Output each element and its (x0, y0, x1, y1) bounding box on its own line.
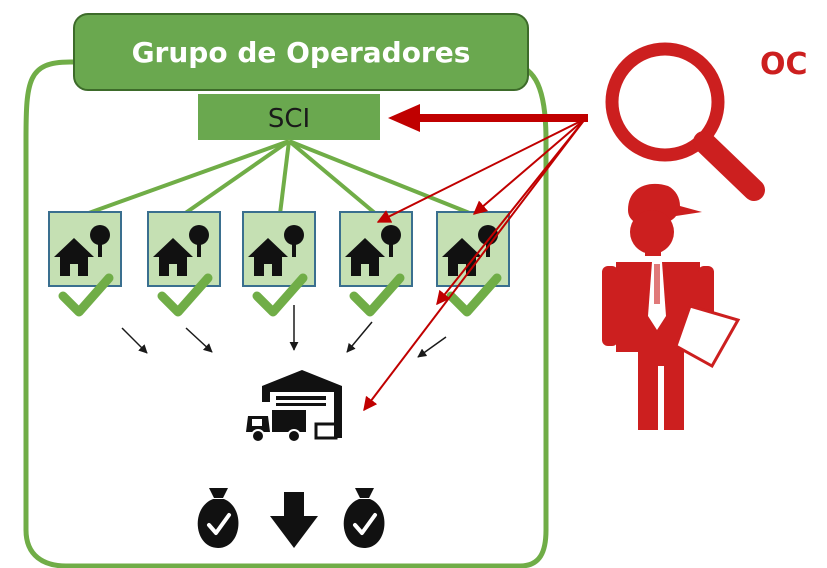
certifier-arrows (363, 104, 588, 412)
warehouse-truck-icon (246, 370, 342, 443)
magnifying-glass-icon (605, 42, 765, 201)
group-title-box: Grupo de Operadores (73, 13, 529, 91)
checkmark-icon (349, 273, 405, 317)
checkmark-icon (157, 273, 213, 317)
sci-label: SCI (268, 104, 310, 134)
group-frame (23, 59, 549, 568)
group-title: Grupo de Operadores (132, 36, 471, 69)
farm-4 (339, 211, 413, 317)
house-tree-icon (153, 225, 209, 276)
sci-box: SCI (198, 94, 380, 140)
inspector-person-icon (602, 183, 741, 430)
certifier-label: OC (760, 47, 808, 82)
money-bag-right-icon (343, 488, 385, 548)
house-tree-icon (54, 225, 110, 276)
house-tree-icon (248, 225, 304, 276)
farm-to-warehouse-arrows (121, 305, 447, 358)
checkmark-icon (252, 273, 308, 317)
clipboard-icon (674, 304, 741, 369)
house-tree-icon (345, 225, 401, 276)
sci-to-farm-connectors (85, 139, 473, 216)
farm-2 (147, 211, 221, 317)
checkmark-icon (446, 273, 502, 317)
checkmark-icon (58, 273, 114, 317)
farm-5 (436, 211, 510, 317)
farm-3 (242, 211, 316, 317)
money-bag-left-icon (197, 488, 239, 548)
farm-1 (48, 211, 122, 317)
arrow-down-icon (270, 492, 318, 548)
